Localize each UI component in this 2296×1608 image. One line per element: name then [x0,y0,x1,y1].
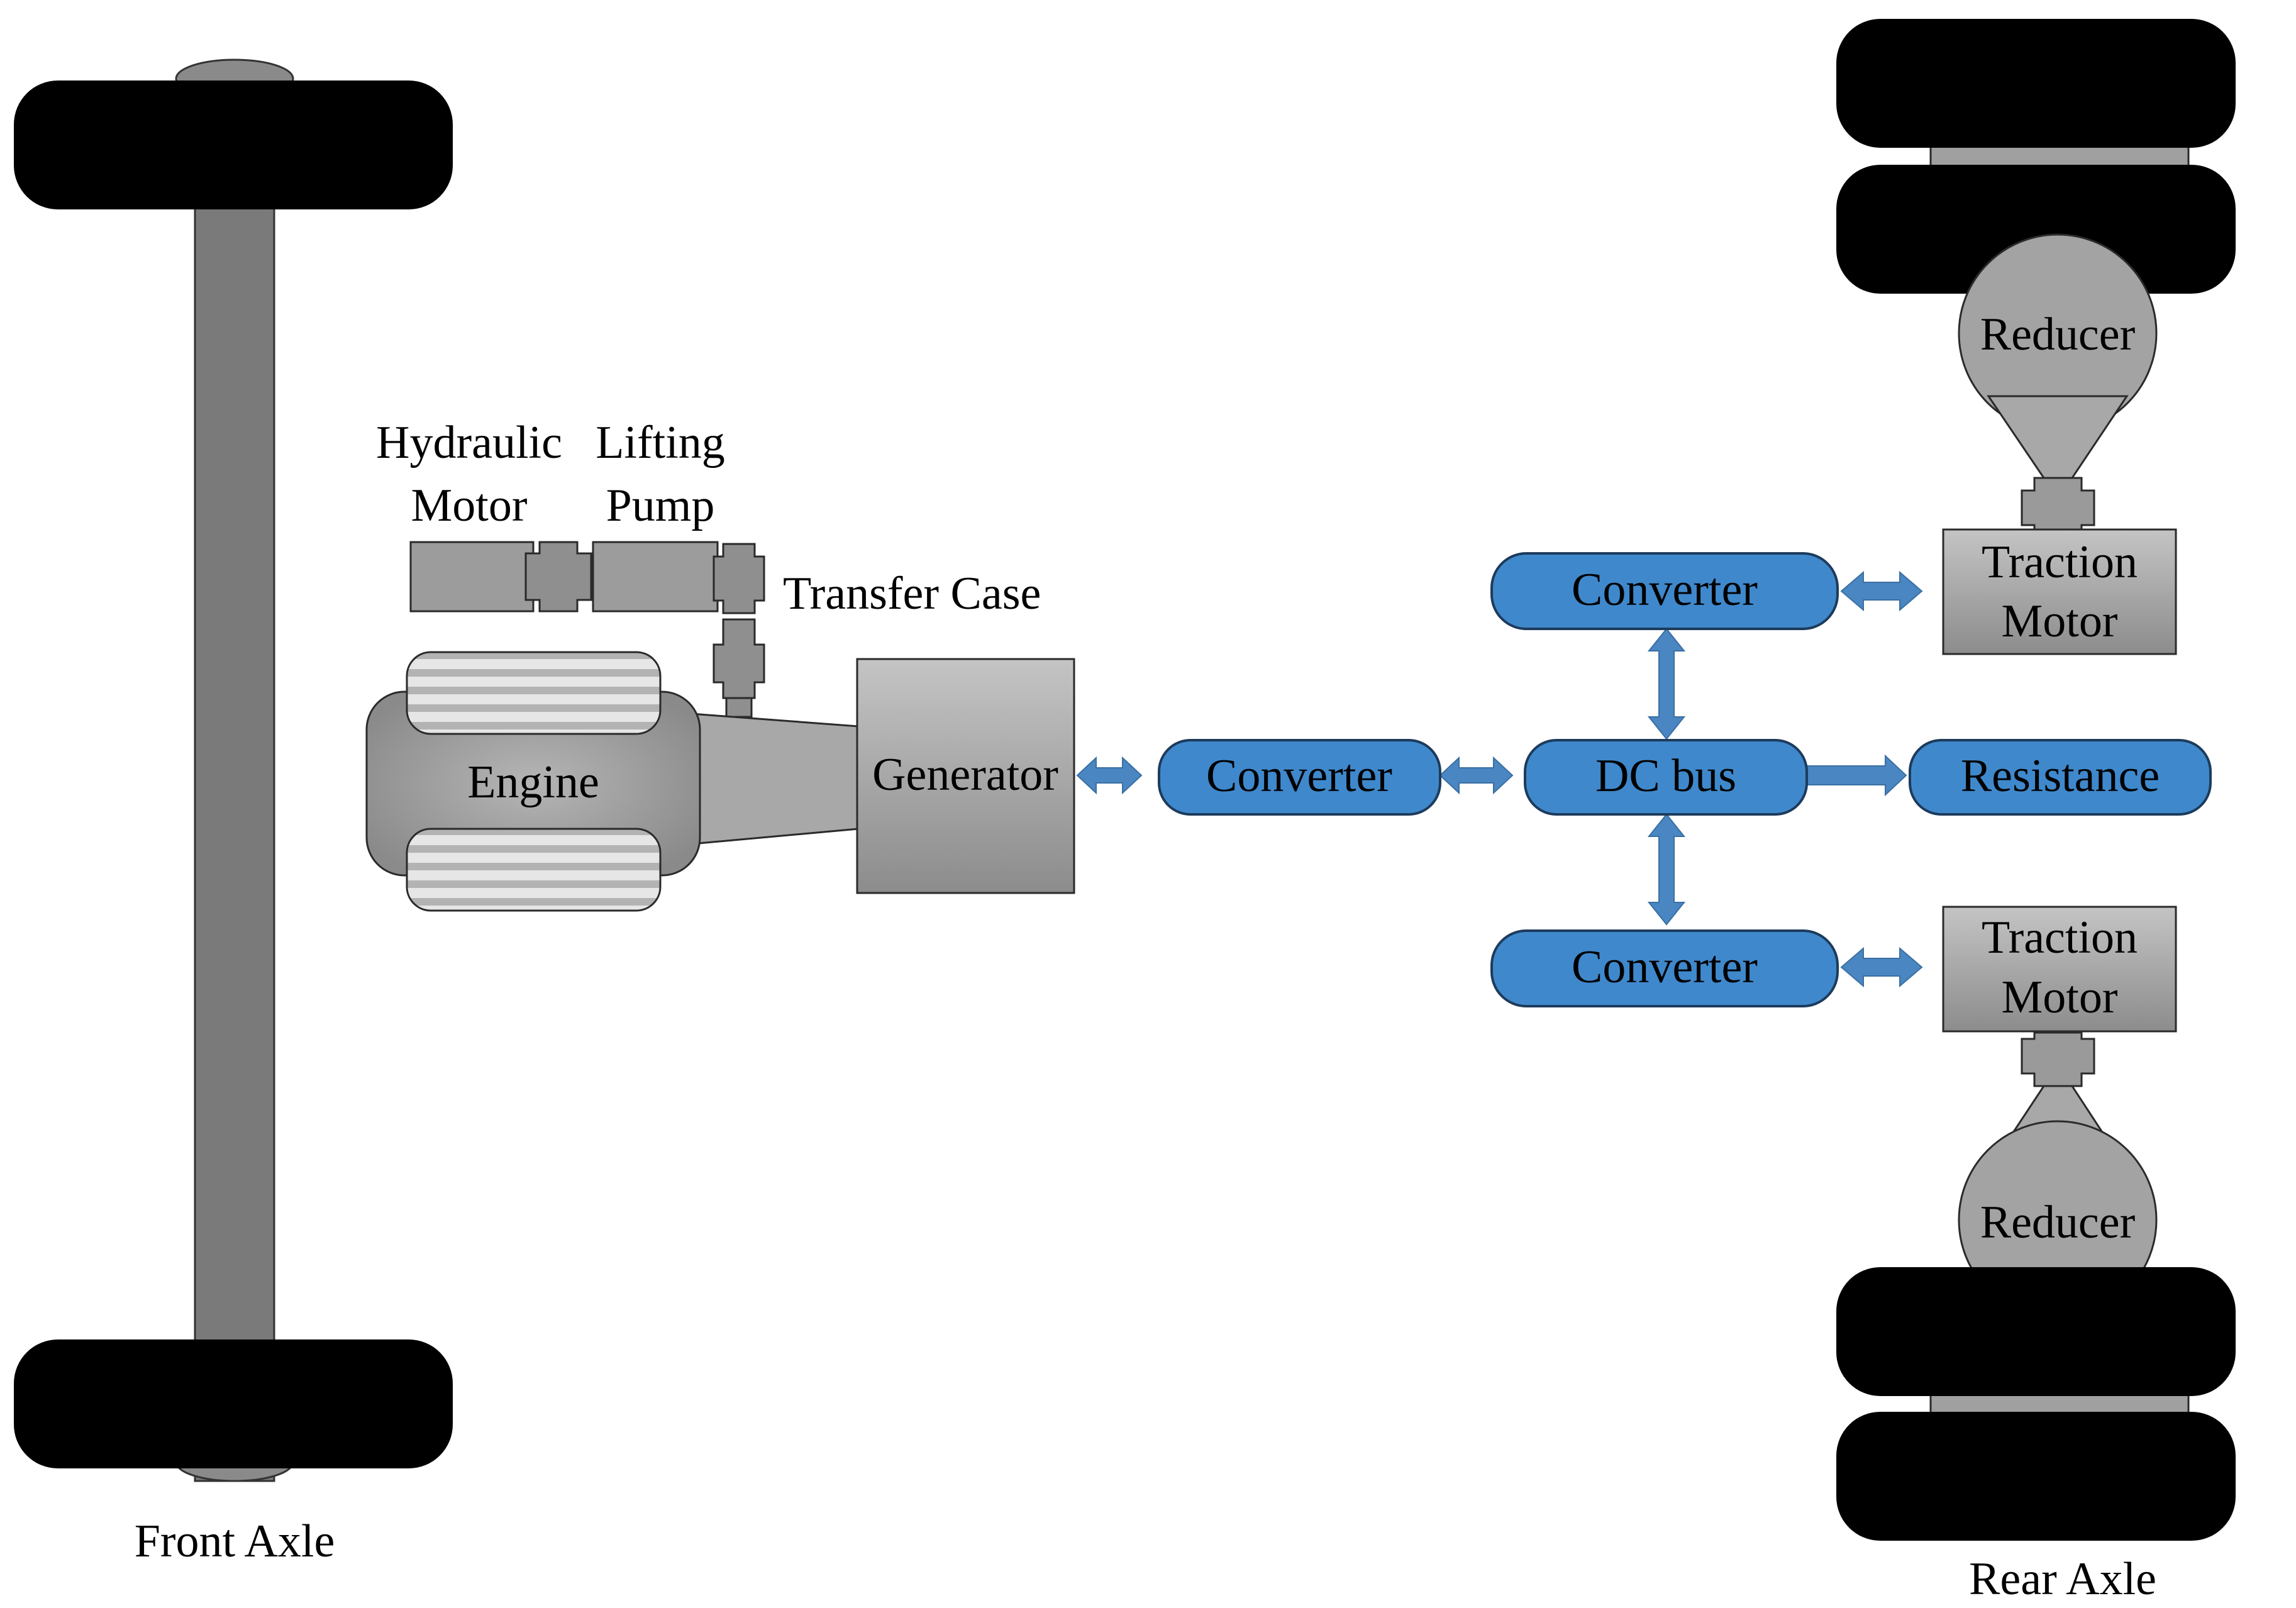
reducer-top-coupling [2021,477,2095,533]
arrow-dcbus-resistance [1806,754,1907,797]
traction-motor-bottom-label-line1: Traction [1982,912,2138,963]
reducer-bottom-label: Reducer [1980,1197,2136,1248]
converter-bottom-label: Converter [1572,941,1758,993]
arrow-top-converter-traction-motor [1840,570,1923,612]
rear-bottom-inner-wheel [1836,1267,2236,1396]
reducer-bottom-coupling [2021,1031,2095,1087]
rear-bottom-outer-wheel [1836,1412,2236,1541]
reducer-top-label: Reducer [1980,309,2136,360]
engine-shaft-housing [690,713,860,845]
converter-top-label: Converter [1572,564,1758,616]
converter-main-label: Converter [1206,750,1392,802]
traction-motor-top-label-line2: Motor [2002,596,2118,647]
engine-bottom-cylinder [406,828,662,912]
arrow-dcbus-top-converter [1647,628,1686,740]
lifting-pump-block [592,541,719,613]
generator-block [856,658,1075,894]
transfer-shaft-coupling [713,618,765,699]
engine-generator-assembly: Engine Generator [365,651,1075,912]
front-axle-assembly: Front Axle [14,58,453,1567]
front-axle-shaft [194,77,275,1482]
electrical-chain: Converter DC bus Resistance Converter Co… [1076,552,2212,1007]
engine-top-cylinder [406,651,662,735]
generator-label: Generator [872,749,1058,801]
traction-motor-bottom-block [1942,906,2177,1033]
dc-bus-label: DC bus [1595,750,1736,802]
coupling-1 [524,541,592,613]
arrow-converter-dcbus [1439,756,1514,795]
traction-motor-bottom-label-line2: Motor [2002,972,2118,1023]
reducer-top-cone [1987,395,2129,479]
pump-label: Pump [606,480,715,531]
hydraulic-assembly: Hydraulic Motor Lifting Pump Transfer Ca… [376,417,1041,718]
rear-top-outer-wheel [1836,19,2236,148]
transfer-case-label: Transfer Case [783,568,1041,619]
converter-top-block [1490,552,1839,630]
rear-axle-assembly: Reducer Traction Motor Traction Motor Re… [1836,19,2236,1605]
converter-main-block [1158,739,1441,816]
traction-motor-top-label-line1: Traction [1982,536,2138,588]
traction-motor-top-block [1942,528,2177,655]
arrow-dcbus-bottom-converter [1647,813,1686,926]
dc-bus-block [1524,739,1808,816]
resistance-label: Resistance [1961,750,2160,802]
resistance-block [1909,739,2212,816]
front-left-wheel [14,80,453,209]
front-axle-label: Front Axle [135,1516,335,1567]
converter-bottom-block [1490,929,1839,1007]
hydraulic-label: Hydraulic [376,417,562,469]
transfer-shaft [725,697,753,718]
arrow-bottom-converter-traction-motor [1840,946,1923,988]
hydraulic-motor-label: Motor [411,480,528,531]
arrow-generator-converter [1076,756,1143,795]
engine-label: Engine [467,757,599,808]
rear-axle-label: Rear Axle [1969,1553,2156,1605]
rear-top-inner-wheel [1836,165,2236,294]
front-right-wheel [14,1339,453,1468]
transfer-case-coupling [713,543,765,614]
hydraulic-motor-block [409,541,535,613]
lifting-label: Lifting [596,417,725,469]
